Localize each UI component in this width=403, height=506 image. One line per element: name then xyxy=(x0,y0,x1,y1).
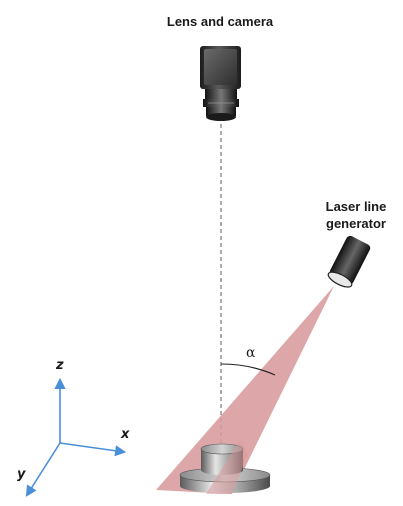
laser-generator xyxy=(327,235,371,288)
y-axis xyxy=(25,442,61,497)
alpha-label: α xyxy=(246,345,256,361)
alpha-arc xyxy=(220,363,276,376)
laser-label-line2: generator xyxy=(326,216,386,231)
laser-label-line1: Laser line xyxy=(325,199,387,214)
camera xyxy=(200,46,241,121)
x-axis xyxy=(59,442,127,457)
camera-label: Lens and camera xyxy=(166,14,274,29)
z-axis-label: z xyxy=(56,358,64,373)
coordinate-axes xyxy=(25,377,127,497)
laser-generator-label: Laser line generator xyxy=(311,198,401,232)
laser-beam xyxy=(156,286,334,494)
laser-beam-on-object xyxy=(206,440,248,494)
x-axis-label: x xyxy=(121,427,130,442)
y-axis-label: y xyxy=(17,467,26,482)
